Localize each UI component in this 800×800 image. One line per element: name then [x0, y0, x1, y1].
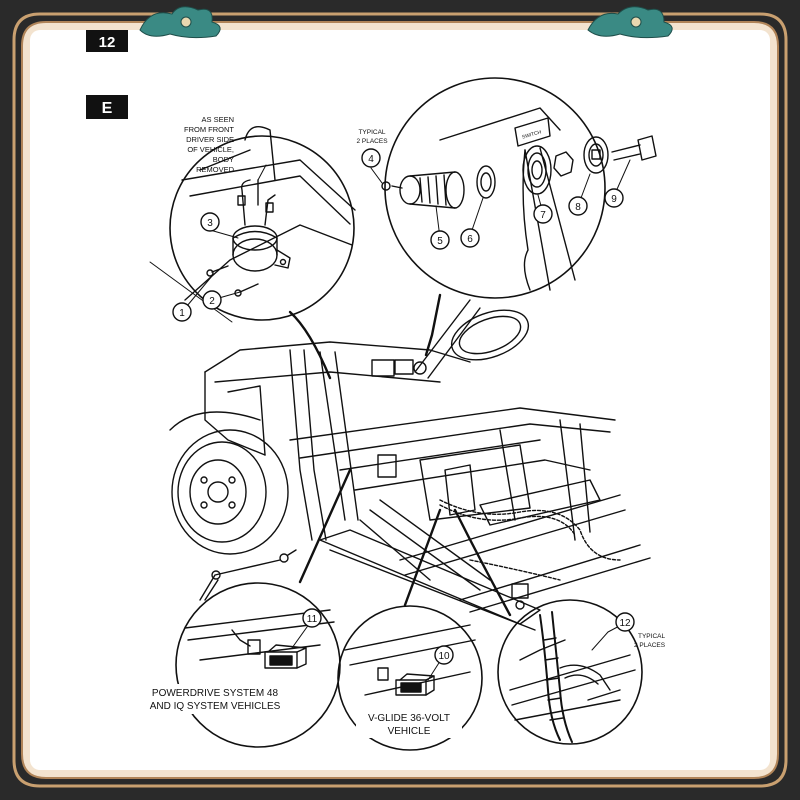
- leader-lines: [288, 293, 512, 617]
- svg-text:2 PLACES: 2 PLACES: [634, 642, 666, 649]
- svg-text:BODY: BODY: [213, 155, 234, 164]
- callout-8-number: 8: [575, 202, 581, 213]
- svg-text:POWERDRIVE SYSTEM 48: POWERDRIVE SYSTEM 48: [152, 688, 279, 699]
- figure-letter: E: [102, 100, 113, 117]
- callout-4-number: 4: [368, 154, 374, 165]
- callout-9-number: 9: [611, 194, 617, 205]
- callout-circles: [172, 148, 635, 665]
- svg-text:2 PLACES: 2 PLACES: [356, 138, 388, 145]
- callout-7-number: 7: [540, 210, 546, 221]
- page-number: 12: [99, 34, 116, 51]
- detail-circle-vglide: [337, 605, 483, 751]
- callout-3-number: 3: [207, 218, 213, 229]
- svg-text:V-GLIDE 36-VOLT: V-GLIDE 36-VOLT: [368, 713, 450, 724]
- callout-5-number: 5: [437, 236, 443, 247]
- svg-text:REMOVED: REMOVED: [196, 165, 235, 174]
- note-typical-bottom: TYPICAL 2 PLACES: [634, 633, 666, 649]
- callout-5: [430, 230, 450, 250]
- callout-12-number: 12: [619, 618, 631, 629]
- callout-12: [615, 612, 635, 632]
- detail-circle-harness-clip: [497, 599, 643, 745]
- svg-text:DRIVER SIDE: DRIVER SIDE: [186, 135, 234, 144]
- callout-7: [533, 204, 553, 224]
- callout-11: [302, 608, 322, 628]
- caption-vglide: V-GLIDE 36-VOLT VEHICLE: [356, 710, 462, 738]
- callout-10-number: 10: [438, 651, 450, 662]
- svg-text:AS SEEN: AS SEEN: [201, 115, 234, 124]
- callout-6: [460, 228, 480, 248]
- svg-text:OF VEHICLE,: OF VEHICLE,: [187, 145, 234, 154]
- switch-plate-label: SWITCH: [521, 129, 542, 140]
- svg-text:TYPICAL: TYPICAL: [358, 129, 385, 136]
- figure-letter-box: [86, 95, 128, 119]
- callout-1-number: 1: [179, 308, 185, 319]
- detail-circle-powerdrive: [175, 549, 341, 748]
- callout-6-number: 6: [467, 234, 473, 245]
- svg-text:FROM FRONT: FROM FRONT: [184, 125, 234, 134]
- callout-10: [434, 645, 454, 665]
- callout-1: [172, 302, 192, 322]
- callout-3: [200, 212, 220, 232]
- caption-powerdrive: POWERDRIVE SYSTEM 48 AND IQ SYSTEM VEHIC…: [142, 684, 288, 714]
- front-wheel: [169, 411, 289, 555]
- ornate-border-outer: [12, 12, 788, 788]
- detail-circle-buzzer: [169, 126, 356, 321]
- callout-2-number: 2: [209, 296, 215, 307]
- callout-8: [568, 196, 588, 216]
- svg-text:VEHICLE: VEHICLE: [388, 726, 431, 737]
- callout-numbers: 1 2 3 4 5 6 7 8 9 10 11 12: [179, 154, 631, 662]
- svg-text:AND IQ SYSTEM VEHICLES: AND IQ SYSTEM VEHICLES: [150, 701, 281, 712]
- cloud-ornament-icon: [139, 6, 221, 39]
- page-number-tab: [86, 30, 128, 52]
- callout-2: [202, 290, 222, 310]
- vehicle-frame-drawing: [204, 299, 651, 631]
- callout-9: [604, 188, 624, 208]
- cloud-ornament-icon: [587, 6, 673, 39]
- svg-text:TYPICAL: TYPICAL: [638, 633, 665, 640]
- note-as-seen: AS SEEN FROM FRONT DRIVER SIDE OF VEHICL…: [184, 115, 235, 174]
- callout-11-number: 11: [307, 614, 318, 625]
- paper: [30, 30, 770, 770]
- note-typical-top: TYPICAL 2 PLACES: [356, 129, 388, 145]
- callout-4: [361, 148, 381, 168]
